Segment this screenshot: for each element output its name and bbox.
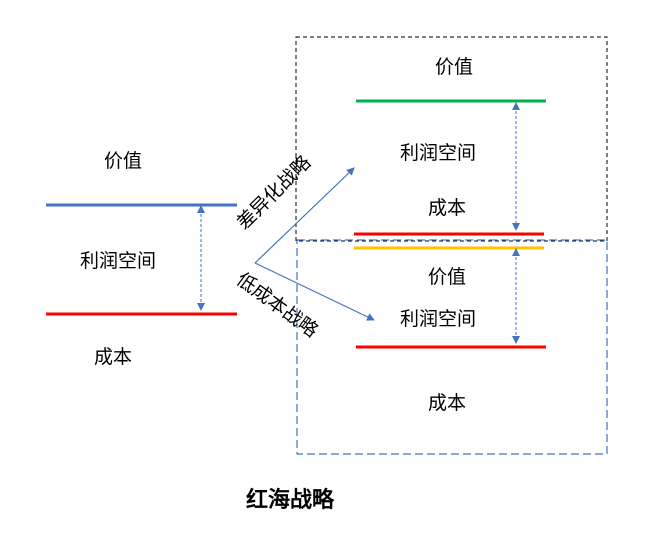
bottom-value-label: 价值	[428, 266, 467, 288]
top-value-label: 价值	[435, 56, 474, 78]
differentiation-arrow	[254, 167, 355, 264]
top-scenario-box	[295, 36, 608, 242]
top-cost-label: 成本	[428, 197, 467, 219]
bottom-scenario-box	[296, 239, 608, 455]
bottom-profit-label: 利润空间	[400, 308, 477, 330]
left-cost-label: 成本	[94, 346, 133, 368]
bottom-cost-label: 成本	[428, 392, 467, 414]
left-value-label: 价值	[104, 150, 143, 172]
low-cost-arrow	[254, 262, 375, 321]
left-profit-label: 利润空间	[80, 250, 157, 272]
diagram-title: 红海战略	[246, 488, 335, 513]
top-profit-label: 利润空间	[400, 142, 477, 164]
